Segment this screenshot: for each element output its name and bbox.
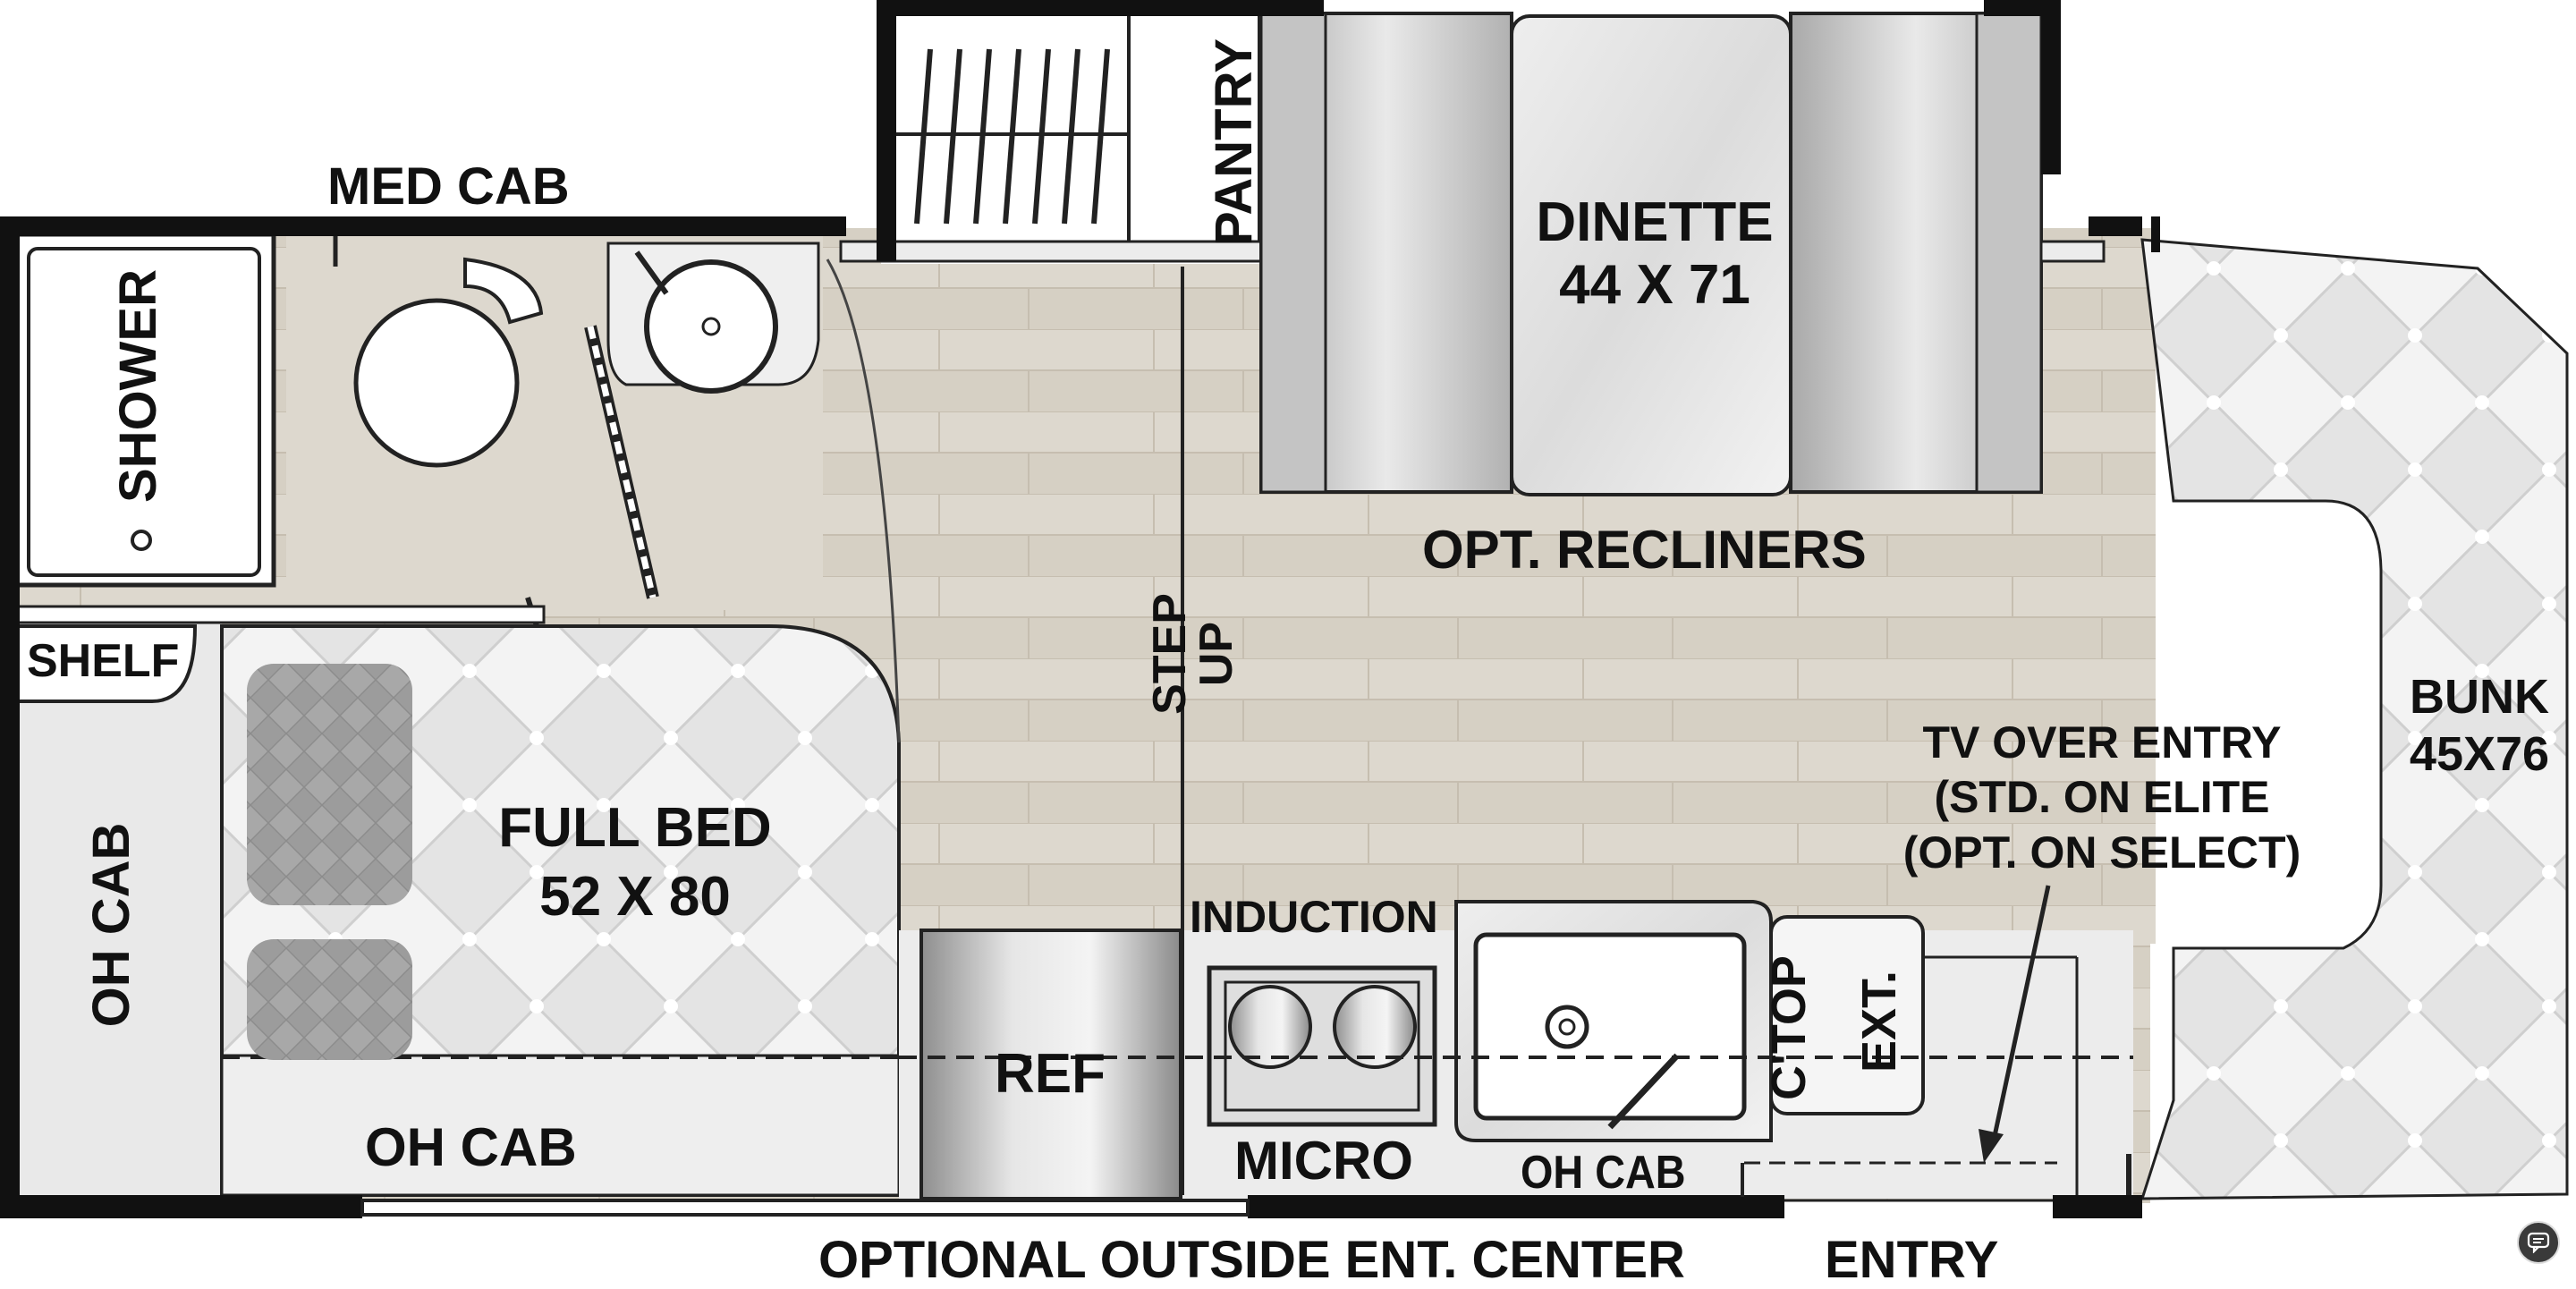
label-oh-cab-kitchen: OH CAB [1521,1147,1686,1199]
label-optional-outside: OPTIONAL OUTSIDE ENT. CENTER [818,1231,1685,1289]
label-tv-line2: (STD. ON ELITE [1934,772,2270,822]
label-shelf: SHELF [27,635,180,687]
chat-bubble-glyph [2527,1232,2550,1253]
label-induction: INDUCTION [1190,892,1438,942]
label-med-cab: MED CAB [327,157,570,216]
label-full-bed: FULL BED [498,797,772,859]
label-oh-cab-left: OH CAB [82,822,140,1028]
label-dinette: DINETTE [1536,191,1774,253]
label-ctop: C'TOP [1762,955,1816,1100]
label-oh-cab-bottom: OH CAB [365,1117,577,1177]
label-ref: REF [995,1043,1106,1105]
label-bunk: BUNK [2410,670,2549,724]
chat-bubble-icon[interactable] [2517,1221,2560,1264]
label-dinette-size: 44 X 71 [1559,254,1750,316]
label-micro: MICRO [1234,1131,1413,1191]
label-full-bed-size: 52 X 80 [539,866,731,928]
label-tv-line1: TV OVER ENTRY [1922,717,2282,767]
label-step: STEP [1144,593,1196,715]
label-pantry: PANTRY [1205,38,1263,246]
label-ext: EXT. [1852,970,1906,1073]
label-entry: ENTRY [1825,1231,1999,1289]
label-shower: SHOWER [109,269,167,503]
label-bunk-size: 45X76 [2409,727,2550,781]
label-tv-line3: (OPT. ON SELECT) [1902,827,2301,878]
label-opt-recliners: OPT. RECLINERS [1422,520,1867,580]
label-up: UP [1191,621,1242,687]
